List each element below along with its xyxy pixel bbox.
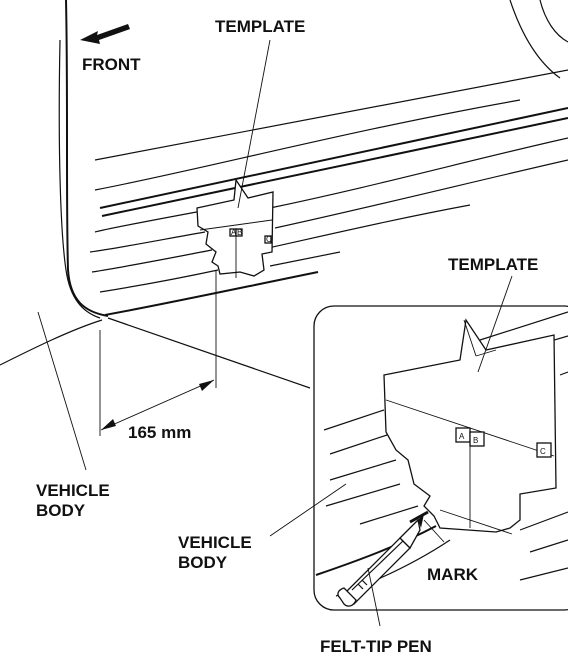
sill-line-8 <box>274 159 568 229</box>
label-front: FRONT <box>82 55 141 74</box>
ground-line <box>107 317 311 389</box>
template-main-mark-b-box <box>235 228 243 237</box>
template-detail-mark-c-box <box>536 442 552 458</box>
sill-line-6 <box>269 137 568 209</box>
leader-template-top <box>237 39 271 209</box>
template-main-mark-c-box <box>264 235 272 244</box>
label-vehicle-body-2-line2: BODY <box>178 553 228 572</box>
label-template-detail: TEMPLATE <box>448 255 538 274</box>
template-detail-mark-b-box <box>469 431 485 447</box>
sill-bottom-edge <box>104 271 319 316</box>
template-main-reference-line <box>199 219 273 231</box>
dimension-line <box>100 379 215 431</box>
sill-line-11 <box>99 269 219 293</box>
template-detail-mark-c: C <box>540 447 546 456</box>
template-detail-mark-a: A <box>459 432 465 441</box>
sill-line-4 <box>94 99 521 191</box>
sill-line-2 <box>99 107 568 209</box>
template-main-mark-b: B <box>237 228 242 237</box>
detail-upper-line-1 <box>479 311 568 341</box>
label-felt-tip-pen: FELT-TIP PEN <box>320 637 432 656</box>
label-dimension-165mm: 165 mm <box>128 423 191 442</box>
tire-edge <box>0 319 103 366</box>
body-front-edge <box>65 0 109 317</box>
sill-line-1 <box>94 69 568 161</box>
detail-body-line-3 <box>329 459 397 481</box>
sill-line-12 <box>269 251 341 267</box>
door-top-contour <box>509 0 561 79</box>
leader-vehicle-body-1 <box>37 311 87 471</box>
leader-template-detail <box>477 275 513 373</box>
leader-felt-tip-pen <box>367 567 381 627</box>
detail-lower-line-3 <box>519 567 568 581</box>
detail-sill-edge <box>315 525 437 576</box>
front-arrow-icon <box>80 24 130 44</box>
sill-line-9 <box>91 249 213 273</box>
template-main-mark-c: C <box>266 235 272 244</box>
template-detail-fold-1 <box>463 319 477 357</box>
detail-inset: A B C <box>313 305 568 611</box>
detail-body-line-5 <box>359 505 419 525</box>
detail-body-line-4 <box>325 483 401 507</box>
template-main-shape <box>196 178 274 277</box>
sill-line-10 <box>267 204 471 249</box>
felt-tip-pen-icon <box>337 514 424 607</box>
label-vehicle-body-1-line2: BODY <box>36 501 86 520</box>
dimension-165mm <box>99 270 217 436</box>
pen-mark <box>409 510 429 524</box>
label-vehicle-body-1-line1: VEHICLE <box>36 481 110 500</box>
dimension-arrow-left <box>101 419 116 430</box>
detail-body-line-2 <box>329 433 391 455</box>
detail-lower-line-2 <box>529 539 568 553</box>
template-detail-fold-2 <box>475 349 497 357</box>
detail-upper-line-3 <box>559 371 568 376</box>
door-top-contour-2 <box>539 0 568 43</box>
template-detail-bottom-line <box>439 509 513 535</box>
leader-vehicle-body-2 <box>269 483 347 537</box>
vehicle-body-main-view <box>0 0 568 389</box>
leader-lines <box>37 39 513 627</box>
label-vehicle-body-2-line1: VEHICLE <box>178 533 252 552</box>
detail-body-line-1 <box>323 409 385 431</box>
label-template-top: TEMPLATE <box>215 17 305 36</box>
label-mark: MARK <box>427 565 479 584</box>
leader-mark <box>423 519 445 543</box>
detail-lower-line-1 <box>519 511 568 531</box>
body-front-edge-inner <box>58 39 101 319</box>
template-main: A B C <box>196 178 274 278</box>
sill-line-3 <box>101 117 568 217</box>
dimension-arrow-right <box>199 380 214 391</box>
template-detail-mark-b: B <box>473 436 478 445</box>
template-main-mark-a: A <box>231 228 237 237</box>
sill-line-7 <box>89 231 206 253</box>
